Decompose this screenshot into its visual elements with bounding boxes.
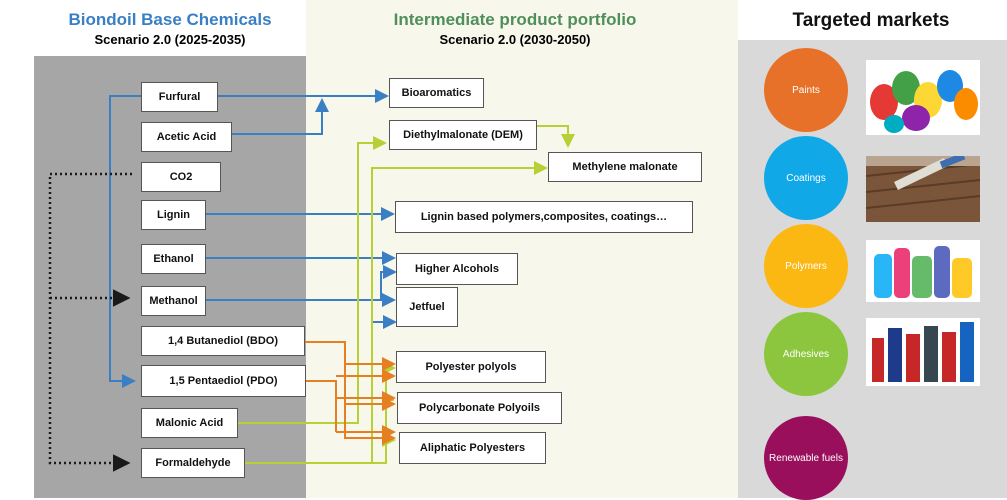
int-dem: Diethylmalonate (DEM) bbox=[389, 120, 537, 150]
market-adhesives: Adhesives bbox=[764, 312, 848, 396]
paint-cans-photo bbox=[866, 60, 980, 135]
adhesive-tubes-photo bbox=[866, 318, 980, 386]
base-bdo: 1,4 Butanediol (BDO) bbox=[141, 326, 305, 356]
market-paints: Paints bbox=[764, 48, 848, 132]
int-aliphatic-polyesters: Aliphatic Polyesters bbox=[399, 432, 546, 464]
int-lignin-polymers: Lignin based polymers,composites, coatin… bbox=[395, 201, 693, 233]
intermediate-title: Intermediate product portfolio bbox=[393, 10, 637, 29]
int-methylene-malonate: Methylene malonate bbox=[548, 152, 702, 182]
int-polyester-polyols: Polyester polyols bbox=[396, 351, 546, 383]
int-higher-alcohols: Higher Alcohols bbox=[396, 253, 518, 285]
market-coatings: Coatings bbox=[764, 136, 848, 220]
base-co2: CO2 bbox=[141, 162, 221, 192]
base-methanol: Methanol bbox=[141, 286, 206, 316]
base-lignin: Lignin bbox=[141, 200, 206, 230]
market-renewable-fuels: Renewable fuels bbox=[764, 416, 848, 500]
plastic-bottles-photo bbox=[866, 240, 980, 302]
int-polycarbonate-polyoils: Polycarbonate Polyoils bbox=[397, 392, 562, 424]
int-bioaromatics: Bioaromatics bbox=[389, 78, 484, 108]
market-polymers: Polymers bbox=[764, 224, 848, 308]
intermediate-subtitle: Scenario 2.0 (2030-2050) bbox=[439, 32, 591, 47]
base-malonic-acid: Malonic Acid bbox=[141, 408, 238, 438]
brush-on-wood-photo bbox=[866, 156, 980, 222]
base-pdo: 1,5 Pentaediol (PDO) bbox=[141, 365, 306, 397]
base-acetic-acid: Acetic Acid bbox=[141, 122, 232, 152]
base-furfural: Furfural bbox=[141, 82, 218, 112]
base-title: Biondoil Base Chemicals bbox=[68, 10, 272, 29]
base-ethanol: Ethanol bbox=[141, 244, 206, 274]
base-formaldehyde: Formaldehyde bbox=[141, 448, 245, 478]
int-jetfuel: Jetfuel bbox=[396, 287, 458, 327]
base-subtitle: Scenario 2.0 (2025-2035) bbox=[94, 32, 246, 47]
markets-title: Targeted markets bbox=[792, 10, 950, 31]
